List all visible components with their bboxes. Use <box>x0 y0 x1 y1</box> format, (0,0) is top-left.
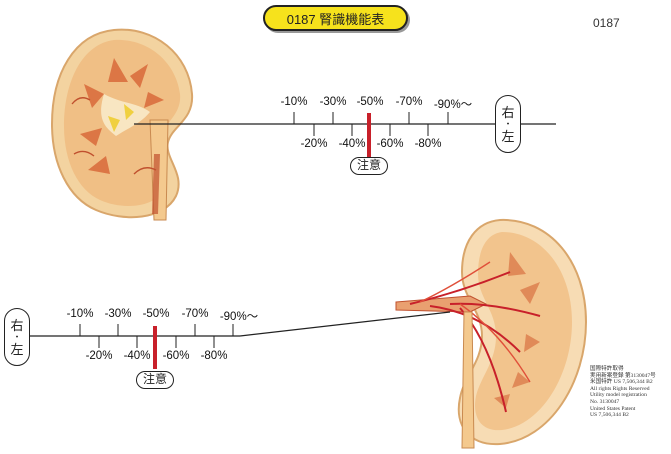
top-label-90: -90%〜 <box>433 99 473 111</box>
fine-print-line: All rights Rights Reserved <box>590 385 650 392</box>
fine-print-line: US 7,506,344 B2 <box>590 412 629 419</box>
bottom-caution-marker <box>153 326 157 369</box>
fine-print-line: 国際特許取得 <box>590 366 624 372</box>
bottom-scale-leader <box>239 311 451 337</box>
bottom-label-60: -60% <box>162 350 190 362</box>
top-label-10: -10% <box>280 96 308 108</box>
bottom-label-90: -90%〜 <box>219 311 259 323</box>
bottom-label-70: -70% <box>181 308 209 320</box>
top-label-80: -80% <box>414 138 442 150</box>
bottom-side-left: 左 <box>10 341 24 357</box>
bottom-caution-badge: 注意 <box>135 371 175 389</box>
top-label-30: -30% <box>319 96 347 108</box>
bottom-side-right: 右 <box>10 317 24 333</box>
fine-print-line: United States Patent <box>590 405 636 412</box>
page-title: 0187 腎識機能表 <box>263 5 408 31</box>
bottom-label-50: -50% <box>142 308 170 320</box>
fine-print-line: 実用新案登録 第3130047号 <box>590 372 656 379</box>
top-label-60: -60% <box>376 138 404 150</box>
kidney-vessels-illustration-bottom <box>395 218 588 449</box>
top-caution-badge: 注意 <box>349 157 389 175</box>
top-side-right: 右 <box>501 104 515 120</box>
page-title-text: 0187 腎識機能表 <box>286 11 385 27</box>
top-side-indicator: 右 ・ 左 <box>495 95 521 153</box>
top-label-20: -20% <box>300 138 328 150</box>
bottom-side-dot: ・ <box>12 331 22 342</box>
top-label-70: -70% <box>395 96 423 108</box>
bottom-label-40: -40% <box>123 350 151 362</box>
bottom-label-80: -80% <box>200 350 228 362</box>
bottom-side-indicator: 右 ・ 左 <box>4 308 30 366</box>
top-label-40: -40% <box>338 138 366 150</box>
fine-print-line: 米国特許 US 7,506,344 B2 <box>590 379 653 386</box>
top-side-left: 左 <box>501 128 515 144</box>
patent-fine-print: 国際特許取得 実用新案登録 第3130047号 米国特許 US 7,506,34… <box>590 366 670 419</box>
bottom-label-10: -10% <box>66 308 94 320</box>
bottom-label-20: -20% <box>85 350 113 362</box>
fine-print-line: Utility model registration <box>590 392 647 399</box>
top-side-dot: ・ <box>503 118 513 129</box>
bottom-label-30: -30% <box>104 308 132 320</box>
fine-print-line: No. 3130047 <box>590 398 620 405</box>
top-caution-marker <box>367 113 371 158</box>
kidney-section-illustration-top <box>50 28 194 221</box>
page-number: 0187 <box>593 16 620 30</box>
top-label-50: -50% <box>356 96 384 108</box>
